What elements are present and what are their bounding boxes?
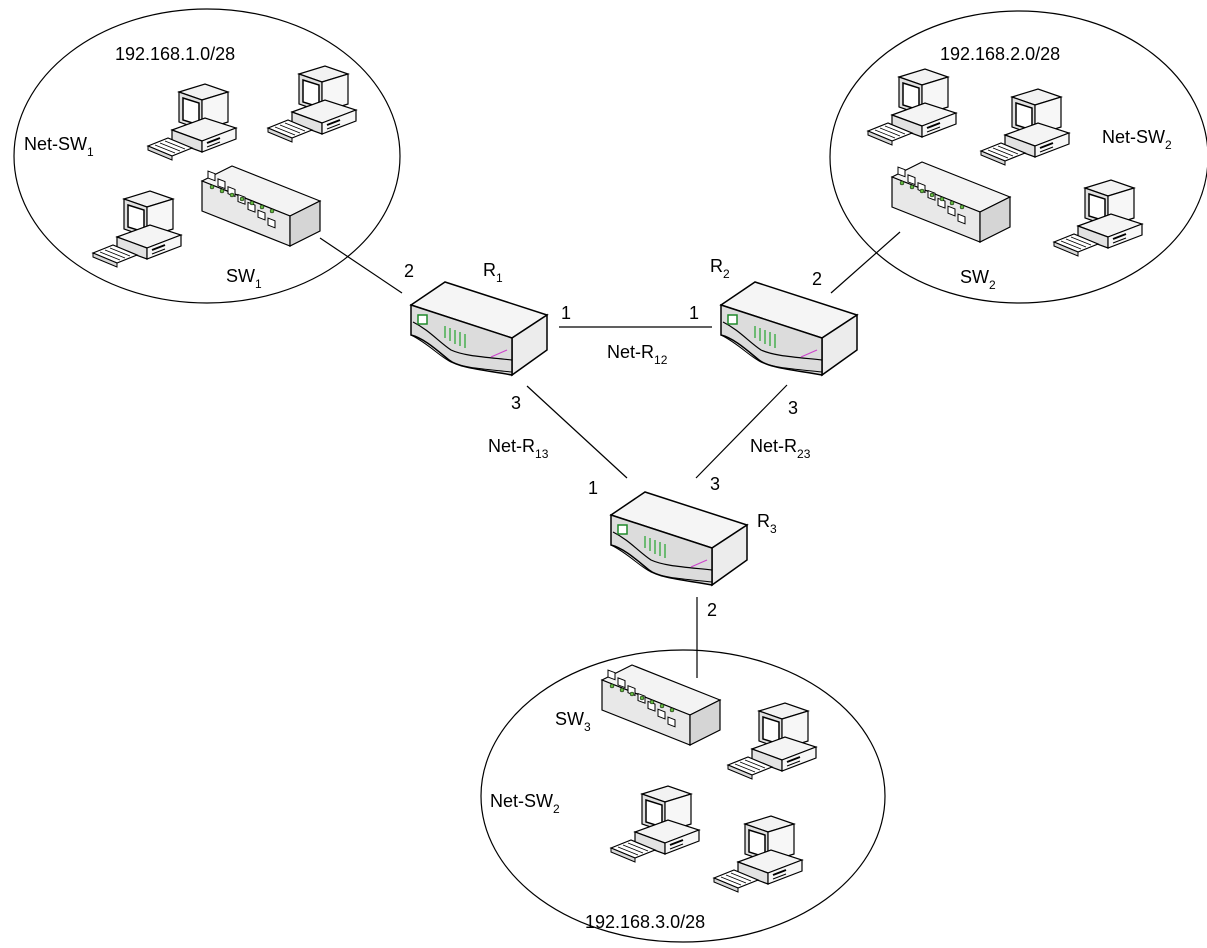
router-icon bbox=[410, 281, 548, 376]
pc-icon bbox=[713, 815, 803, 893]
pc-icon bbox=[1053, 179, 1143, 257]
pc-icon bbox=[727, 702, 817, 780]
router-label-3: R3 bbox=[757, 511, 777, 536]
port-label-r3-1: 1 bbox=[588, 478, 598, 498]
link-sw2-r2 bbox=[830, 231, 901, 294]
link-sw1-r1 bbox=[319, 237, 403, 294]
port-label-r1-2: 2 bbox=[404, 261, 414, 281]
router-icon bbox=[720, 281, 858, 376]
network-name-3: Net-SW2 bbox=[490, 791, 560, 816]
switch-label-1: SW1 bbox=[226, 266, 262, 291]
link-label-r13: Net-R13 bbox=[488, 436, 549, 461]
router-icon bbox=[610, 491, 748, 586]
pc-icon bbox=[92, 190, 182, 268]
link-r1-r3 bbox=[526, 385, 628, 479]
network-2-boundary bbox=[829, 10, 1207, 304]
pc-icon bbox=[980, 88, 1070, 166]
router-label-2: R2 bbox=[710, 256, 730, 281]
pc-icon bbox=[867, 68, 957, 146]
network-3-boundary bbox=[480, 649, 886, 943]
network-name-2: Net-SW2 bbox=[1102, 127, 1172, 152]
port-label-r2-3: 3 bbox=[788, 398, 798, 418]
switch-icon bbox=[891, 161, 1011, 243]
link-label-r12: Net-R12 bbox=[607, 342, 668, 367]
router-label-1: R1 bbox=[483, 260, 503, 285]
port-label-r2-2: 2 bbox=[812, 269, 822, 289]
switch-label-3: SW3 bbox=[555, 709, 591, 734]
subnet-label-2: 192.168.2.0/28 bbox=[940, 44, 1060, 64]
port-label-r3-3: 3 bbox=[710, 474, 720, 494]
subnet-label-1: 192.168.1.0/28 bbox=[115, 44, 235, 64]
link-label-r23: Net-R23 bbox=[750, 436, 811, 461]
port-label-r3-2: 2 bbox=[707, 600, 717, 620]
link-r2-r3 bbox=[695, 384, 788, 479]
switch-icon bbox=[601, 664, 721, 746]
network-1-boundary bbox=[13, 8, 401, 304]
pc-icon bbox=[610, 785, 700, 863]
subnet-label-3: 192.168.3.0/28 bbox=[585, 912, 705, 932]
switch-label-2: SW2 bbox=[960, 267, 996, 292]
port-label-r2-1: 1 bbox=[689, 303, 699, 323]
port-label-r1-3: 3 bbox=[511, 393, 521, 413]
network-name-1: Net-SW1 bbox=[24, 134, 94, 159]
port-label-r1-1: 1 bbox=[561, 303, 571, 323]
pc-icon bbox=[267, 65, 357, 143]
switch-icon bbox=[201, 165, 321, 247]
pc-icon bbox=[147, 83, 237, 161]
